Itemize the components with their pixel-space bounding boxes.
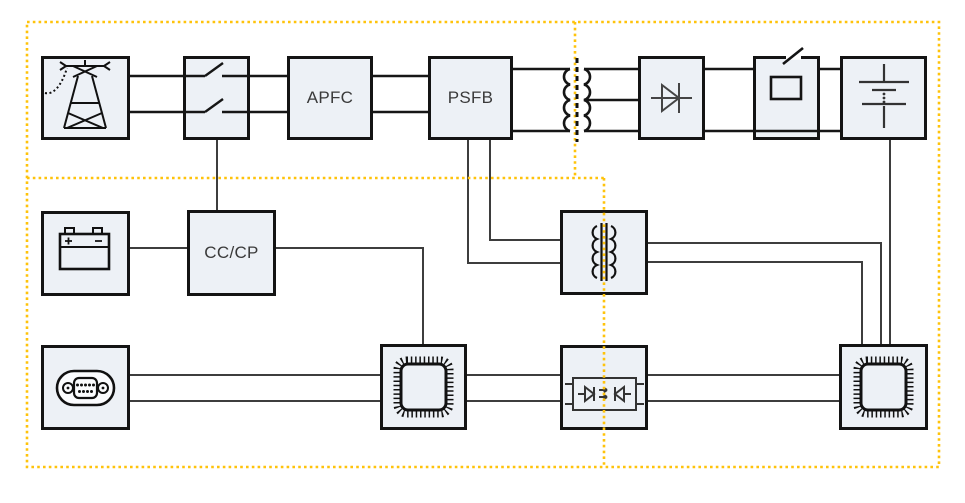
block-optocoupler <box>560 345 648 430</box>
power-grid-icon <box>44 60 111 129</box>
relay-icon <box>753 75 820 133</box>
diode-icon <box>651 82 692 114</box>
block-output-battery <box>840 56 927 140</box>
block-psfb: PSFB <box>428 56 513 140</box>
cccp-label: CC/CP <box>204 243 259 262</box>
block-ac-grid <box>41 56 130 140</box>
mcu-icon <box>853 356 914 418</box>
battery-icon <box>58 227 111 271</box>
block-gate-transformer <box>560 210 648 295</box>
block-input-switch <box>183 56 250 140</box>
battery-terminal-icon <box>859 64 909 128</box>
psfb-label: PSFB <box>447 88 494 107</box>
block-aux-battery <box>41 211 130 296</box>
block-apfc: APFC <box>287 56 373 140</box>
main-transformer-icon <box>562 67 592 133</box>
apfc-label: APFC <box>306 88 354 107</box>
optocoupler-icon <box>565 377 644 411</box>
block-secondary-mcu <box>839 344 928 430</box>
mcu-icon <box>393 356 454 418</box>
block-db9-port <box>41 345 130 430</box>
db9-connector-icon <box>55 369 116 407</box>
block-output-rectifier <box>638 56 705 140</box>
block-output-relay <box>753 56 820 140</box>
block-cccp: CC/CP <box>187 210 276 296</box>
transformer-icon <box>591 223 617 281</box>
switch-icon <box>183 62 250 114</box>
block-primary-mcu <box>380 344 467 430</box>
